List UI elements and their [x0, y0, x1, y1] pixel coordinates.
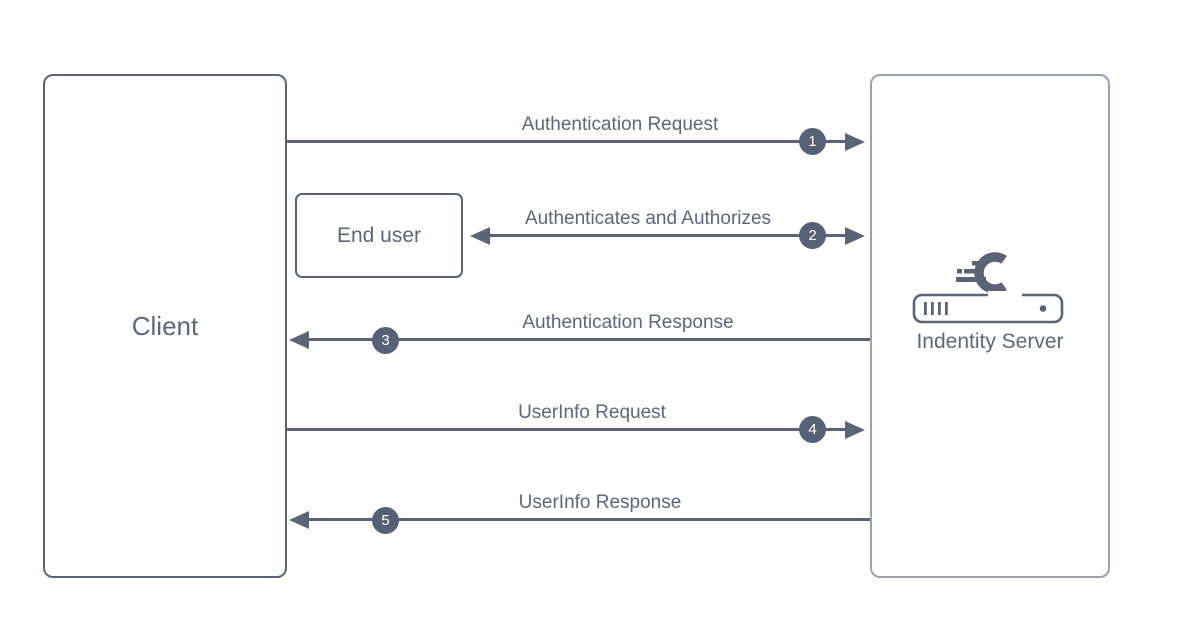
flow-line	[488, 234, 847, 237]
server-tray-icon	[912, 291, 1064, 324]
identity-server-box: Indentity Server	[870, 74, 1110, 578]
arrow-left-icon	[289, 331, 309, 349]
logo-speed-lines	[956, 261, 986, 282]
flow-label: UserInfo Response	[518, 492, 682, 513]
arrow-right-icon	[845, 227, 865, 245]
step-badge: 4	[799, 416, 826, 443]
step-badge: 2	[799, 222, 826, 249]
arrow-left-icon	[470, 227, 490, 245]
client-label: Client	[131, 310, 199, 341]
flow-label: Authentication Request	[521, 114, 719, 135]
identity-server-label: Indentity Server	[916, 330, 1064, 353]
flow-line	[307, 338, 870, 341]
end-user-box: End user	[295, 193, 463, 278]
identityserver-logo-icon	[912, 252, 1064, 324]
flow-label: UserInfo Request	[518, 402, 666, 423]
arrow-left-icon	[289, 511, 309, 529]
flow-label: Authenticates and Authorizes	[524, 208, 772, 229]
client-box: Client	[43, 74, 287, 578]
flow-label: Authentication Response	[522, 312, 734, 333]
end-user-label: End user	[336, 223, 422, 247]
step-badge: 3	[372, 327, 399, 354]
step-badge: 1	[799, 128, 826, 155]
logo-c-glyph	[974, 252, 1007, 294]
flow-line	[287, 428, 847, 431]
flow-line	[287, 140, 847, 143]
arrow-right-icon	[845, 421, 865, 439]
flow-line	[307, 518, 870, 521]
arrow-right-icon	[845, 133, 865, 151]
step-badge: 5	[372, 507, 399, 534]
